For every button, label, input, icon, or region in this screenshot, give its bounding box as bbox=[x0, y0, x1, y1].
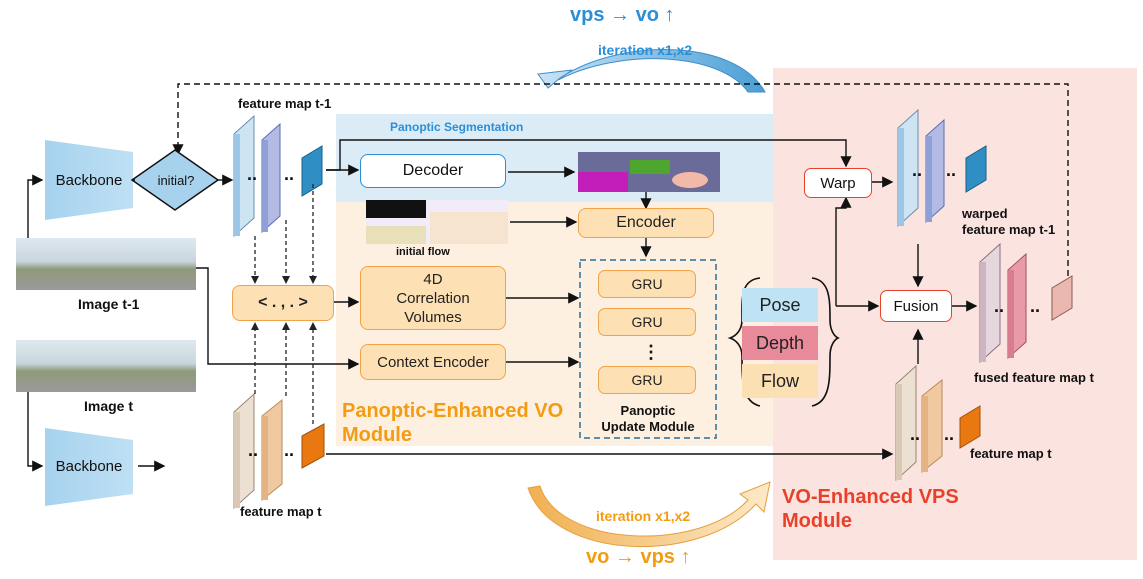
seg-road bbox=[578, 172, 628, 192]
vps-module-title-1: VO-Enhanced VPS bbox=[782, 486, 959, 508]
feature-cur-dots-1: .. bbox=[248, 440, 259, 460]
bottom-iteration-arc bbox=[527, 481, 771, 548]
fused-feature-dots-2: .. bbox=[1030, 296, 1041, 316]
encoder-box: Encoder bbox=[578, 208, 714, 238]
feature-map-cur-label: feature map t bbox=[240, 504, 322, 519]
backbone-bottom-shape bbox=[45, 428, 133, 506]
fused-feature-map-stack bbox=[979, 242, 1073, 364]
image-prev-label: Image t-1 bbox=[78, 296, 140, 312]
top-iteration-title: vps → vo ↑ bbox=[570, 4, 675, 26]
correlation-line-3: Volumes bbox=[404, 308, 462, 326]
warped-label-1: warped bbox=[962, 206, 1008, 221]
vo-module-title-1: Panoptic-Enhanced VO bbox=[342, 400, 564, 422]
seg-veg bbox=[630, 160, 670, 174]
vps-feature-dots-1: .. bbox=[910, 424, 921, 444]
correlation-line-1: 4D bbox=[423, 270, 443, 288]
image-prev-thumbnail bbox=[16, 238, 196, 290]
panoptic-update-module-label: Panoptic Update Module bbox=[582, 402, 714, 436]
gru-3: GRU bbox=[598, 366, 696, 394]
vps-feature-map-label: feature map t bbox=[970, 446, 1052, 461]
correlation-volumes-box: 4D Correlation Volumes bbox=[360, 266, 506, 330]
vo-module-title-2: Module bbox=[342, 424, 412, 446]
decoder-box: Decoder bbox=[360, 154, 506, 188]
feature-cur-dots-2: .. bbox=[284, 440, 295, 460]
backbone-bottom: Backbone bbox=[55, 457, 123, 475]
warped-label-2: feature map t-1 bbox=[962, 222, 1056, 237]
panoptic-update-module-frame bbox=[579, 259, 717, 439]
correlation-operator: < . , . > bbox=[232, 285, 334, 321]
backbone-top-shape bbox=[45, 140, 133, 220]
initial-flow-mask bbox=[366, 200, 426, 218]
feature-prev-dots-2: .. bbox=[284, 164, 295, 184]
correlation-dashed-links bbox=[254, 184, 314, 424]
correlation-arrow-heads bbox=[251, 276, 317, 330]
feature-map-prev-stack bbox=[233, 114, 323, 238]
correlation-line-2: Correlation bbox=[396, 289, 470, 307]
warped-feature-map-stack bbox=[897, 108, 987, 228]
seg-car bbox=[672, 172, 708, 188]
flow-output: Flow bbox=[742, 364, 818, 398]
initial-check: initial? bbox=[157, 172, 195, 188]
depth-output: Depth bbox=[742, 326, 818, 360]
warped-feature-dots-2: .. bbox=[946, 160, 957, 180]
vps-feature-map-cur-stack bbox=[895, 364, 981, 482]
gru-1: GRU bbox=[598, 270, 696, 298]
image-cur-thumbnail bbox=[16, 340, 196, 392]
gru-ellipsis: ⋮ bbox=[642, 342, 660, 362]
feature-map-prev-label: feature map t-1 bbox=[238, 96, 332, 111]
top-iteration-label: iteration x1,x2 bbox=[598, 42, 693, 58]
initial-flow-color-2 bbox=[366, 226, 426, 244]
vps-feature-dots-2: .. bbox=[944, 424, 955, 444]
warp-box: Warp bbox=[804, 168, 872, 198]
update-line-2: Update Module bbox=[601, 419, 695, 434]
fused-feature-label: fused feature map t bbox=[974, 370, 1094, 385]
bottom-iteration-label: iteration x1,x2 bbox=[596, 508, 691, 524]
context-encoder-box: Context Encoder bbox=[360, 344, 506, 380]
backbone-top: Backbone bbox=[55, 171, 123, 189]
gru-2: GRU bbox=[598, 308, 696, 336]
top-iteration-arc bbox=[537, 49, 766, 93]
panoptic-segmentation-title: Panoptic Segmentation bbox=[390, 120, 524, 134]
vps-module-title-2: Module bbox=[782, 510, 852, 532]
bottom-iteration-title: vo → vps ↑ bbox=[586, 546, 691, 568]
initial-flow-color bbox=[430, 212, 508, 244]
warped-feature-dots-1: .. bbox=[912, 160, 923, 180]
main-flow-arrows bbox=[326, 139, 978, 460]
input-connectors bbox=[27, 174, 360, 472]
vps-module-region bbox=[773, 68, 1137, 560]
image-cur-label: Image t bbox=[84, 398, 134, 414]
feature-map-cur-stack bbox=[233, 392, 325, 510]
initial-flow-label: initial flow bbox=[396, 246, 450, 258]
initial-diamond bbox=[130, 149, 220, 211]
fused-feature-dots-1: .. bbox=[994, 296, 1005, 316]
update-line-1: Panoptic bbox=[620, 403, 676, 418]
pose-output: Pose bbox=[742, 288, 818, 322]
feedback-dashed-loop bbox=[177, 83, 1069, 286]
fusion-box: Fusion bbox=[880, 290, 952, 322]
feature-prev-dots-1: .. bbox=[247, 164, 258, 184]
